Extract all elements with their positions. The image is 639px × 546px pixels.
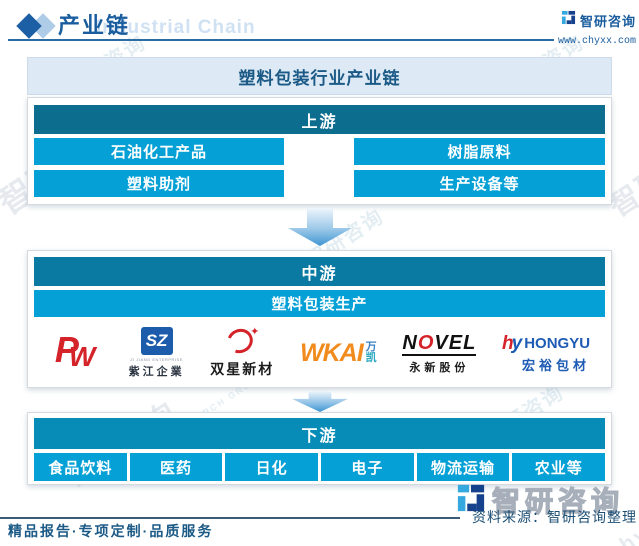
downstream-item: 物流运输: [416, 453, 510, 481]
upstream-section: 上游 石油化工产品 塑料助剂 树脂原料 生产设备等: [27, 97, 612, 205]
zhiyan-logo-icon: [456, 483, 486, 518]
upstream-item: 生产设备等: [354, 170, 605, 197]
hongyu-logo-name: 宏裕包材: [522, 357, 591, 373]
upstream-header: 上游: [34, 105, 605, 134]
down-arrow-icon: [292, 391, 348, 417]
zijiang-logo-icon: SZ: [140, 327, 173, 355]
brand-watermark-large: 智研咨询: [456, 480, 624, 520]
downstream-header: 下游: [34, 418, 605, 449]
upstream-item: 树脂原料: [354, 138, 605, 165]
wankai-logo-cn: 万: [365, 341, 377, 353]
footer-divider: [0, 517, 460, 519]
zijiang-logo-sub: ZI JIANG ENTERPRISE: [130, 357, 183, 362]
pw-logo-letter: P: [54, 329, 79, 370]
brand-name: 智研咨询: [579, 13, 636, 29]
header-en-watermark: Industrial Chain: [96, 17, 256, 38]
novel-logo-rest: VEL: [434, 331, 477, 354]
company-logo-wankai: WKAI 万 凯: [300, 339, 377, 368]
company-logo-row: P W SZ ZI JIANG ENTERPRISE 紫江企業 ✦ 双星新材 W…: [38, 324, 603, 381]
novel-logo-name: 永新股份: [409, 361, 470, 374]
wankai-logo-cn: 凯: [365, 352, 377, 364]
hongyu-logo-icon: h: [502, 332, 514, 354]
midstream-item: 塑料包装生产: [34, 290, 605, 317]
novel-logo-n: N: [402, 331, 418, 354]
upstream-item: 塑料助剂: [34, 170, 284, 197]
hongyu-logo-icon: y: [511, 332, 523, 354]
brand-header: 智研咨询 www.chyxx.com: [554, 10, 636, 47]
downstream-item: 食品饮料: [34, 453, 127, 481]
company-logo-shuangxing: ✦ 双星新材: [210, 324, 275, 379]
header-divider: [8, 39, 554, 41]
down-arrow-icon: [288, 208, 352, 251]
services-tagline: 精品报告·专项定制·品质服务: [8, 523, 214, 539]
novel-logo-o: O: [417, 331, 435, 354]
shuangxing-star-icon: ✦: [250, 326, 260, 338]
brand-watermark-text: 智研咨询: [491, 485, 625, 517]
diagram-title: 塑料包装行业产业链: [27, 57, 612, 95]
page-title: 产业链: [58, 13, 131, 38]
section-diamond-icon: [16, 13, 62, 39]
midstream-header: 中游: [34, 257, 605, 286]
company-logo-pw: P W: [51, 329, 103, 377]
pw-logo-letter: W: [68, 341, 96, 372]
downstream-section: 下游 食品饮料 医药 日化 电子 物流运输 农业等: [27, 412, 612, 485]
shuangxing-logo-name: 双星新材: [210, 361, 275, 377]
company-logo-zijiang: SZ ZI JIANG ENTERPRISE 紫江企業: [129, 327, 185, 379]
wankai-logo-en: WKAI: [300, 338, 364, 367]
hongyu-logo-en: HONGYU: [524, 335, 591, 352]
brand-website[interactable]: www.chyxx.com: [557, 36, 636, 47]
zijiang-logo-name: 紫江企業: [128, 366, 185, 378]
downstream-items-row: 食品饮料 医药 日化 电子 物流运输 农业等: [34, 453, 606, 481]
downstream-item: 电子: [321, 453, 414, 481]
downstream-item: 农业等: [512, 453, 606, 481]
midstream-section: 中游 塑料包装生产 P W SZ ZI JIANG ENTERPRISE 紫江企…: [27, 250, 612, 388]
company-logo-novel: NOVEL 永新股份: [402, 331, 477, 375]
zhiyan-logo-icon: [561, 10, 576, 30]
source-note: 资料来源：智研咨询整理: [472, 509, 637, 525]
upstream-item: 石油化工产品: [34, 138, 284, 165]
downstream-item: 日化: [225, 453, 319, 481]
downstream-item: 医药: [129, 453, 223, 481]
